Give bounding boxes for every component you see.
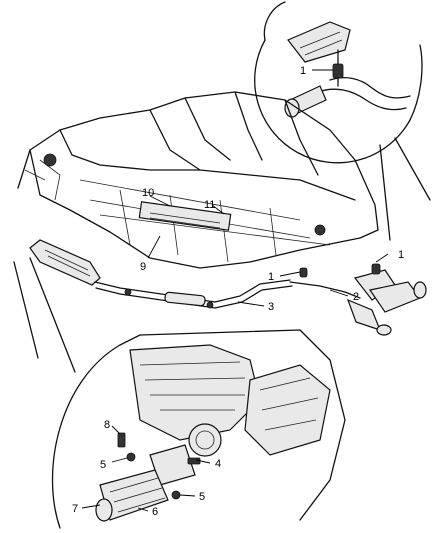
callout-2: 2 — [353, 291, 359, 303]
nut-upper — [126, 452, 136, 462]
callout-7: 7 — [72, 503, 78, 515]
callout-3: 3 — [268, 301, 274, 313]
engine-block — [129, 344, 261, 441]
exhaust-manifold-outlet — [188, 423, 222, 457]
connector-line-top — [394, 137, 431, 201]
body-bracket — [287, 21, 351, 63]
callout-5-upper: 5 — [100, 459, 106, 471]
exhaust-pipe-assembly — [29, 239, 293, 309]
callout-1-right: 1 — [398, 249, 404, 261]
detail-circle-engine — [51, 329, 346, 529]
transaxle — [244, 364, 331, 456]
callout-labels: 1 1 1 2 3 4 5 5 6 7 8 9 10 11 — [72, 65, 404, 518]
resonator — [164, 291, 206, 307]
callout-1-top: 1 — [300, 65, 306, 77]
muffler-left — [346, 298, 382, 331]
stud-bolt — [117, 432, 126, 448]
front-catalytic-converter — [29, 239, 101, 286]
callout-8: 8 — [104, 419, 110, 431]
callout-1-mid: 1 — [268, 271, 274, 283]
vehicle-body — [17, 91, 379, 269]
callout-6: 6 — [152, 506, 158, 518]
leader-lines — [81, 195, 389, 512]
nut-lower — [171, 490, 181, 500]
rear-muffler-assembly — [289, 263, 427, 336]
callout-4: 4 — [215, 458, 221, 470]
floor-heat-shield — [138, 201, 232, 231]
hanger-isolator — [332, 63, 344, 79]
callout-9: 9 — [140, 261, 146, 273]
callout-5-lower: 5 — [199, 491, 205, 503]
detail-circle-tailpipe — [254, 1, 423, 164]
callout-10: 10 — [142, 187, 154, 199]
callout-11: 11 — [204, 199, 215, 211]
connector-line-left — [13, 261, 39, 359]
